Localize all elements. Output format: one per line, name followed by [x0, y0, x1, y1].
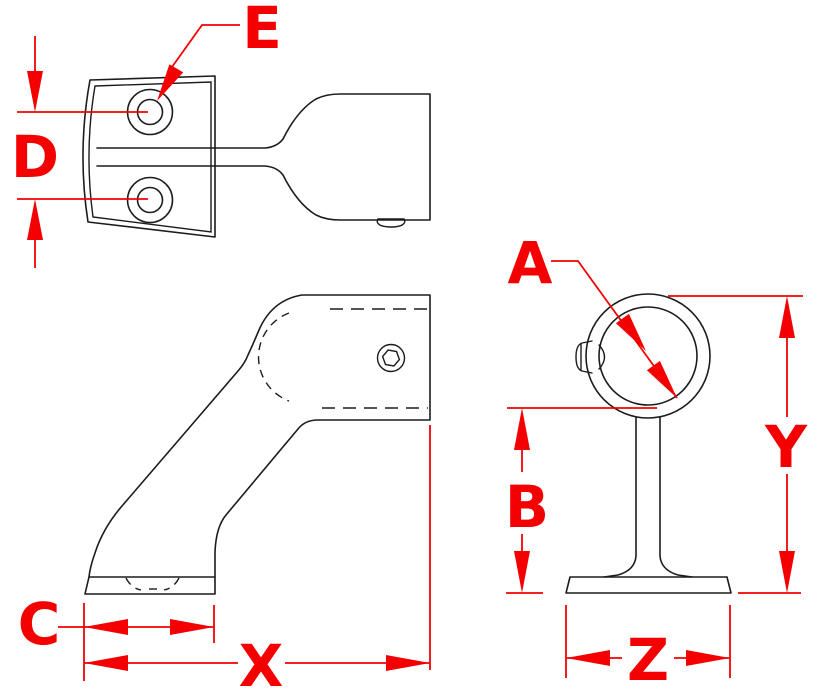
dimension-z: Z — [565, 605, 731, 689]
dim-label-a: A — [508, 229, 553, 297]
ring-inner — [598, 306, 698, 406]
dim-label-x: X — [239, 632, 284, 689]
dim-label-e: E — [242, 0, 282, 62]
d-arrow-top — [27, 71, 43, 112]
mount-hole-bottom-inner — [136, 186, 164, 214]
a-leader-line — [551, 260, 678, 399]
dim-label-c: C — [18, 590, 61, 658]
front-base-outline — [565, 576, 732, 594]
base-countersink-hidden-right — [163, 577, 180, 591]
dim-label-y: Y — [764, 413, 808, 481]
bracket-arm-outline — [84, 294, 431, 595]
top-view — [82, 75, 431, 238]
y-arrow-down — [779, 551, 795, 593]
dimension-x: X — [84, 425, 431, 689]
x-arrow-left — [84, 655, 128, 671]
dimension-y: Y — [668, 295, 808, 594]
dimension-a: A — [508, 229, 678, 399]
dimension-d: D — [11, 36, 148, 268]
hex-screw-outline — [376, 343, 406, 373]
base-countersink-hidden-left — [125, 577, 142, 591]
side-view — [84, 294, 431, 595]
front-view — [565, 293, 732, 594]
set-screw-top-view — [376, 218, 406, 228]
c-arrow-right — [170, 619, 214, 635]
hex-socket-icon — [381, 349, 401, 367]
dim-label-d: D — [11, 123, 59, 191]
z-arrow-right — [686, 650, 730, 666]
mount-hole-bottom-outer — [126, 176, 174, 224]
x-arrow-right — [386, 655, 430, 671]
flange-inner-edge — [88, 81, 212, 233]
set-screw-boss — [575, 340, 593, 374]
flange-outline — [82, 75, 216, 238]
stem-left-line — [603, 416, 637, 578]
d-arrow-bottom — [27, 199, 43, 240]
set-screw-tip-arc — [598, 344, 606, 370]
web-and-saddle-outline — [96, 93, 431, 221]
e-arrowhead — [157, 64, 184, 101]
a-arrowhead-upper — [615, 313, 646, 351]
e-leader-line — [171, 24, 240, 68]
b-arrow-up — [514, 408, 530, 450]
dimension-b: B — [505, 407, 657, 594]
dimension-c: C — [18, 590, 215, 681]
dim-label-z: Z — [627, 626, 669, 689]
dimension-e: E — [157, 0, 282, 101]
a-arrowhead-lower — [646, 360, 677, 398]
z-arrow-left — [566, 650, 610, 666]
b-arrow-down — [514, 551, 530, 593]
y-arrow-up — [779, 296, 795, 338]
ring-outer — [585, 293, 711, 419]
stem-right-line — [659, 416, 693, 578]
c-arrow-left — [84, 619, 128, 635]
saddle-bore-hidden-arc — [257, 312, 290, 402]
dim-label-b: B — [505, 473, 549, 541]
